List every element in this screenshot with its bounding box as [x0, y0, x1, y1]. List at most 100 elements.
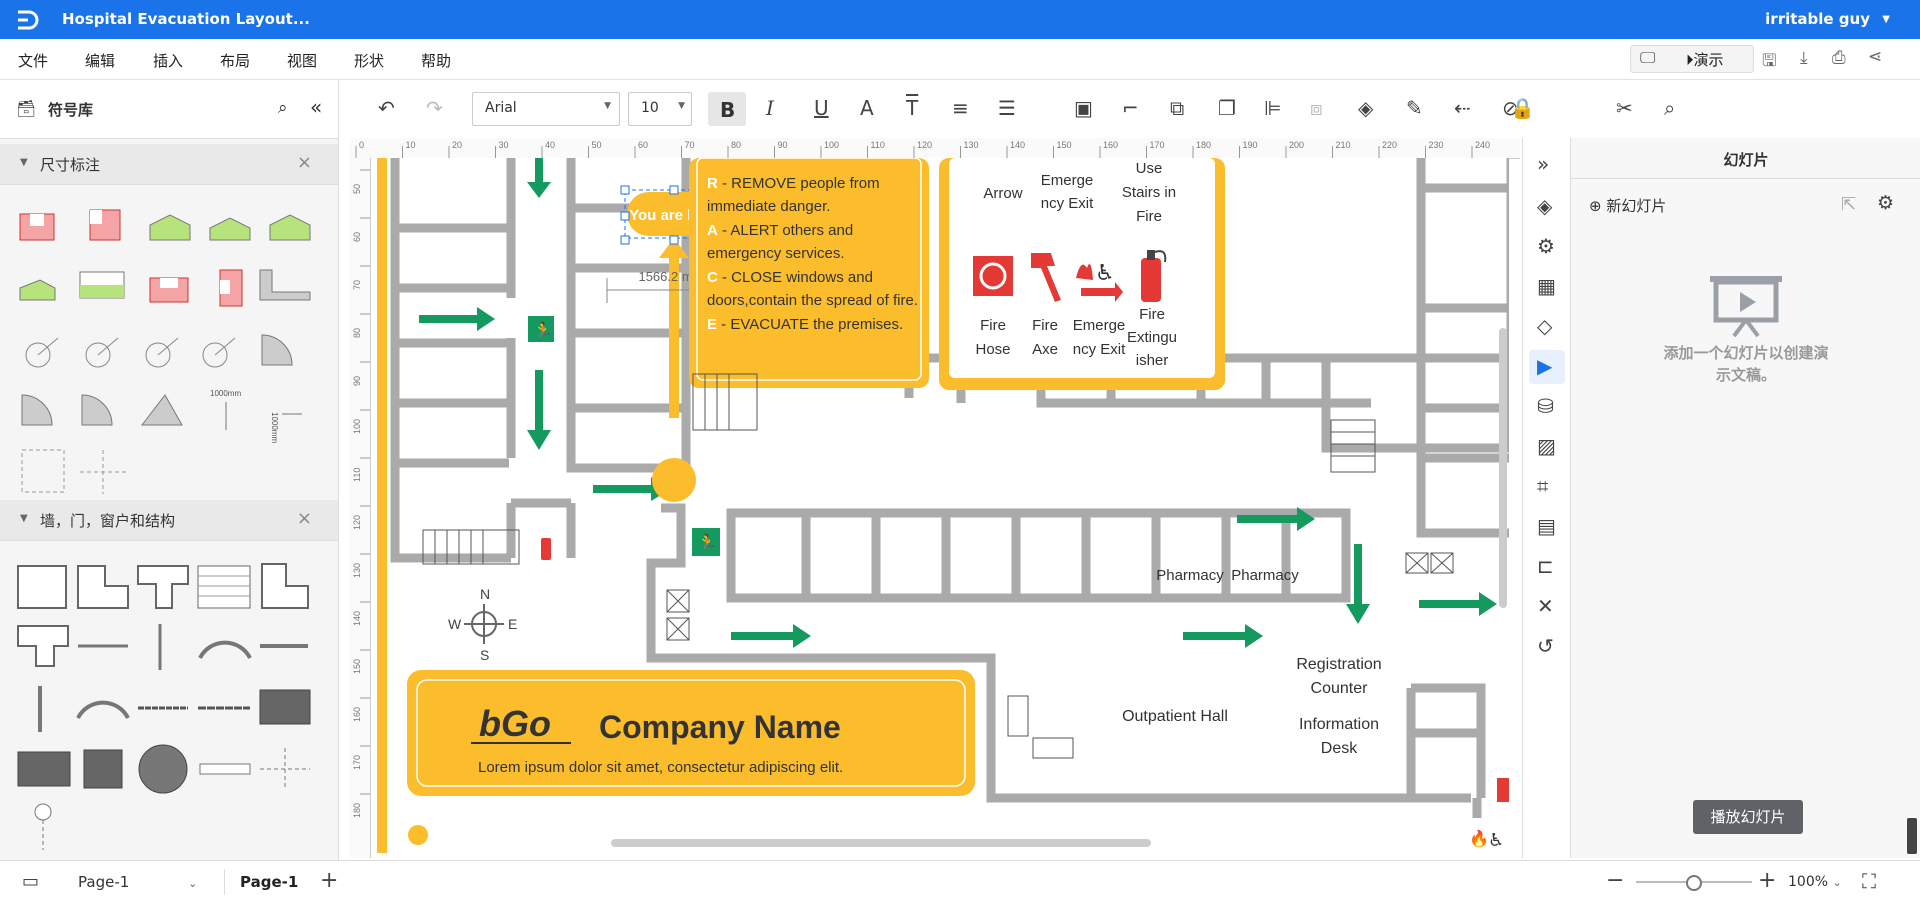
fire-hose-icon[interactable] — [973, 256, 1013, 296]
menu-layout[interactable]: 布局 — [220, 52, 251, 70]
fire-exit-icon[interactable]: ♿ — [1076, 260, 1123, 302]
tools-icon[interactable]: ✂ — [1616, 96, 1633, 120]
chevron-down-icon[interactable]: ▼ — [1882, 14, 1890, 25]
floor-plan[interactable]: 🏃 🏃 You are here — [371, 158, 1509, 853]
database-icon[interactable]: ⛁ — [1537, 394, 1554, 418]
arrow-down-icon[interactable] — [527, 158, 551, 198]
align-left-icon[interactable]: ≡ — [952, 96, 969, 120]
chevron-down-icon[interactable]: ▼ — [20, 513, 28, 524]
stairs-icon[interactable] — [1330, 419, 1376, 473]
grid-icon[interactable]: ▦ — [1537, 274, 1556, 298]
undo-icon[interactable]: ↶ — [378, 96, 395, 120]
new-slide-button[interactable]: ⊕ 新幻灯片 — [1589, 195, 1666, 216]
search-icon[interactable]: ⌕ — [278, 98, 288, 118]
connector-icon[interactable]: ⌐ — [1122, 96, 1139, 120]
zoom-out-icon[interactable]: − — [1606, 868, 1625, 893]
font-size-select[interactable]: 10 ▼ — [628, 92, 692, 126]
history-icon[interactable]: ↺ — [1537, 634, 1554, 658]
fill-icon[interactable]: ◈ — [1537, 194, 1553, 218]
print-icon[interactable]: ⎙ — [1832, 48, 1846, 68]
underline-icon[interactable]: U — [814, 96, 829, 120]
wall-symbol[interactable] — [76, 700, 130, 719]
dim-symbol[interactable] — [80, 450, 126, 494]
find-icon[interactable]: ⌕ — [1664, 96, 1676, 120]
wall-symbol[interactable] — [199, 763, 251, 775]
exit-sign-icon[interactable] — [692, 528, 720, 556]
race-panel[interactable] — [689, 158, 929, 388]
section-dimension[interactable]: ▼ 尺寸标注 × — [0, 144, 338, 185]
dim-symbol[interactable]: 1000mm — [270, 412, 302, 443]
dim-symbol[interactable] — [19, 279, 56, 301]
image-icon[interactable]: ▨ — [1537, 434, 1556, 458]
dim-symbol[interactable] — [209, 217, 251, 241]
zoom-slider-thumb[interactable] — [1686, 875, 1702, 891]
line-color-icon[interactable]: ✎ — [1406, 96, 1423, 120]
drawing-canvas[interactable]: 🏃 🏃 You are here — [371, 158, 1509, 853]
dim-symbol[interactable] — [140, 394, 183, 426]
arrow-right-icon[interactable] — [419, 307, 495, 331]
dim-symbol[interactable] — [259, 269, 311, 301]
menu-file[interactable]: 文件 — [18, 52, 49, 70]
resize-handle[interactable] — [1907, 818, 1917, 854]
menu-shape[interactable]: 形状 — [354, 52, 385, 70]
menu-insert[interactable]: 插入 — [153, 52, 184, 70]
dim-symbol[interactable] — [25, 337, 59, 368]
dim-symbol[interactable] — [149, 277, 189, 303]
style-icon[interactable]: ⚙ — [1537, 234, 1555, 258]
wall-symbol[interactable] — [261, 563, 309, 609]
share-icon[interactable]: ⋖ — [1868, 47, 1883, 67]
wall-symbol[interactable] — [198, 640, 252, 659]
menu-edit[interactable]: 编辑 — [85, 52, 116, 70]
zoom-select[interactable]: 100% ⌄ — [1788, 874, 1842, 890]
redo-icon[interactable]: ↷ — [426, 96, 443, 120]
play-slides-button[interactable]: 播放幻灯片 — [1693, 800, 1803, 834]
dim-symbol[interactable]: 1000mm — [210, 389, 241, 430]
collapse-panel-icon[interactable]: « — [310, 95, 323, 119]
arrow-right-icon[interactable] — [1237, 507, 1315, 531]
stairs-icon[interactable] — [422, 529, 520, 565]
wall-symbol[interactable] — [17, 625, 69, 667]
line-style-icon[interactable]: ⇠ — [1454, 96, 1471, 120]
dim-symbol[interactable] — [21, 449, 65, 493]
arrow-right-icon[interactable] — [731, 624, 811, 648]
exit-sign-icon[interactable] — [528, 316, 554, 342]
page-tab[interactable]: Page-1 — [240, 873, 299, 891]
app-logo-icon[interactable] — [14, 6, 42, 34]
dim-symbol[interactable] — [269, 214, 311, 241]
dim-symbol[interactable] — [145, 337, 179, 368]
page-list-icon[interactable]: ▭ — [22, 871, 40, 892]
bold-button[interactable]: B — [708, 92, 746, 126]
crop-icon[interactable]: ⧉ — [1170, 96, 1185, 120]
document-title[interactable]: Hospital Evacuation Layout... — [62, 10, 310, 28]
wall-symbol[interactable] — [83, 749, 123, 789]
dim-symbol[interactable] — [21, 394, 53, 426]
org-chart-icon[interactable]: ⌗ — [1537, 474, 1549, 498]
font-color-icon[interactable]: A — [860, 96, 874, 120]
text-style-icon[interactable]: T — [906, 96, 919, 120]
wall-symbol[interactable] — [197, 565, 251, 609]
horizontal-scrollbar[interactable] — [611, 839, 1151, 847]
arrow-right-icon[interactable] — [1183, 624, 1263, 648]
add-page-icon[interactable]: + — [320, 868, 339, 893]
page-select[interactable]: Page-1 ⌄ — [78, 873, 197, 891]
wall-symbol[interactable] — [138, 744, 188, 794]
wall-symbol[interactable] — [77, 565, 129, 609]
user-name[interactable]: irritable guy — [1765, 10, 1870, 28]
arrow-right-icon[interactable] — [1419, 592, 1497, 616]
stairs-icon[interactable] — [692, 373, 758, 431]
menu-view[interactable]: 视图 — [287, 52, 318, 70]
wall-symbol[interactable] — [259, 689, 311, 725]
fire-extinguisher-icon[interactable] — [1141, 250, 1167, 302]
dim-symbol[interactable] — [79, 271, 125, 299]
dim-symbol[interactable] — [202, 337, 236, 368]
dim-symbol[interactable] — [261, 334, 293, 366]
shuffle-icon[interactable]: ✕ — [1537, 594, 1554, 618]
chevron-down-icon[interactable]: ▼ — [20, 157, 28, 168]
align-objects-icon[interactable]: ⊫ — [1264, 96, 1282, 120]
gear-icon[interactable]: ⚙ — [1877, 192, 1895, 214]
italic-icon[interactable]: I — [766, 96, 774, 120]
wall-symbol[interactable] — [17, 751, 71, 787]
font-family-select[interactable]: Arial ▼ — [472, 92, 620, 126]
export-icon[interactable]: ⇱ — [1841, 194, 1857, 215]
dim-symbol[interactable] — [81, 394, 113, 426]
